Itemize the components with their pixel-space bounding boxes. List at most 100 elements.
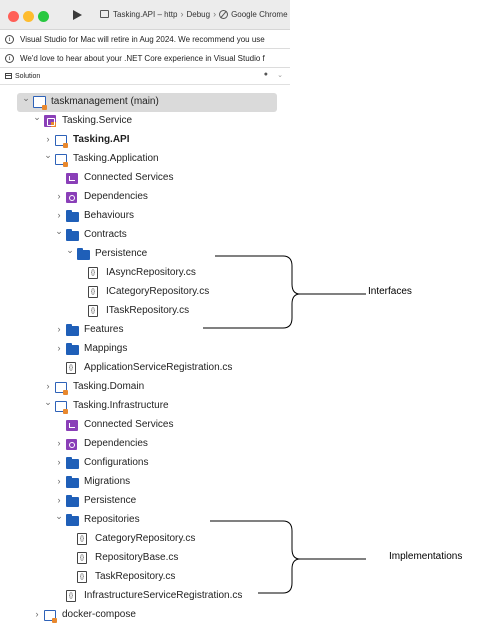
tree-item-label: ITaskRepository.cs: [106, 305, 190, 316]
tree-item[interactable]: {}ApplicationServiceRegistration.cs: [0, 359, 290, 378]
tree-item[interactable]: Connected Services: [0, 169, 290, 188]
tree-item[interactable]: › Behaviours: [0, 207, 290, 226]
tree-item-label: Tasking.API: [73, 134, 130, 145]
browser-icon: [219, 9, 229, 19]
cs-file-icon: {}: [66, 362, 76, 374]
tree-item[interactable]: ⌄Persistence: [0, 245, 290, 264]
tree-item[interactable]: › Features: [0, 321, 290, 340]
breadcrumb-project[interactable]: Tasking.API – http: [113, 9, 178, 19]
project-icon: [44, 610, 57, 623]
tree-item[interactable]: ›Configurations: [0, 454, 290, 473]
tree-item[interactable]: ⌄ Contracts: [0, 226, 290, 245]
window-titlebar: Tasking.API – http › Debug › Google Chro…: [0, 0, 290, 30]
chevron-right-icon[interactable]: ›: [57, 438, 61, 448]
chevron-down-icon[interactable]: ⌄: [44, 397, 52, 407]
tree-item[interactable]: {}ICategoryRepository.cs: [0, 283, 290, 302]
tree-item[interactable]: ›Migrations: [0, 473, 290, 492]
tree-item-label: Behaviours: [84, 210, 135, 221]
chevron-right-icon[interactable]: ›: [57, 457, 61, 467]
minimize-window-button[interactable]: [23, 11, 34, 22]
folder-icon: [66, 229, 79, 241]
tree-item[interactable]: {} IAsyncRepository.cs: [0, 264, 290, 283]
tree-item-label: IAsyncRepository.cs: [106, 267, 196, 278]
tree-item[interactable]: ⌄Tasking.Infrastructure: [0, 397, 290, 416]
tree-item-label: taskmanagement (main): [51, 96, 159, 107]
tree-item[interactable]: › Tasking.API: [0, 131, 290, 150]
tree-item-label: RepositoryBase.cs: [95, 552, 179, 563]
pin-icon[interactable]: ●: [263, 71, 268, 78]
info-bar-retirement: i Visual Studio for Mac will retire in A…: [0, 30, 290, 49]
tree-item-label: CategoryRepository.cs: [95, 533, 196, 544]
tree-item-label: Dependencies: [84, 191, 148, 202]
cs-file-icon: {}: [77, 533, 87, 545]
tree-item[interactable]: ›Dependencies: [0, 435, 290, 454]
tree-item[interactable]: › docker-compose: [0, 606, 290, 625]
info-bar-text: Visual Studio for Mac will retire in Aug…: [20, 34, 265, 44]
cs-file-icon: {}: [88, 267, 98, 279]
run-play-icon[interactable]: [73, 10, 82, 20]
tree-item-label: Tasking.Service: [62, 115, 133, 126]
info-bar-feedback: i We'd love to hear about your .NET Core…: [0, 49, 290, 68]
tree-item[interactable]: ›Mappings: [0, 340, 290, 359]
chevron-down-icon[interactable]: ⌄: [33, 112, 41, 122]
folder-icon: [66, 343, 79, 355]
chevron-right-icon[interactable]: ›: [57, 210, 61, 220]
chevron-down-icon[interactable]: ⌄: [277, 72, 283, 79]
chevron-right-icon[interactable]: ›: [46, 134, 50, 144]
project-icon: [55, 135, 68, 148]
tree-item[interactable]: › Tasking.Domain: [0, 378, 290, 397]
dependencies-icon: [66, 439, 77, 450]
tree-item[interactable]: {}ITaskRepository.cs: [0, 302, 290, 321]
breadcrumb-configuration[interactable]: Debug: [186, 9, 211, 19]
run-configuration-breadcrumb[interactable]: Tasking.API – http › Debug › Google Chro…: [100, 9, 288, 19]
info-icon: i: [5, 53, 14, 63]
folder-icon: [66, 324, 79, 336]
chevron-right-icon[interactable]: ›: [57, 343, 61, 353]
project-icon: [55, 401, 68, 414]
tree-item[interactable]: ⌄Tasking.Application: [0, 150, 290, 169]
chevron-right-icon[interactable]: ›: [57, 495, 61, 505]
tree-item-label: Persistence: [84, 495, 137, 506]
tree-item[interactable]: ⌄ Repositories: [0, 511, 290, 530]
tree-item[interactable]: › Persistence: [0, 492, 290, 511]
chevron-down-icon[interactable]: ⌄: [44, 150, 52, 160]
tree-item-label: Contracts: [84, 229, 127, 240]
folder-icon: [66, 495, 79, 507]
info-bar-text: We'd love to hear about your .NET Core e…: [20, 53, 265, 63]
chevron-right-icon[interactable]: ›: [35, 609, 39, 619]
tree-item-label: InfrastructureServiceRegistration.cs: [84, 590, 243, 601]
chevron-down-icon[interactable]: ⌄: [55, 226, 63, 236]
tree-item-label: docker-compose: [62, 609, 136, 620]
tree-item[interactable]: {} RepositoryBase.cs: [0, 549, 290, 568]
connected-services-icon: [66, 420, 78, 431]
chevron-right-icon: ›: [213, 9, 217, 19]
chevron-right-icon[interactable]: ›: [57, 324, 61, 334]
solution-panel-title: Solution: [15, 72, 41, 80]
connected-services-icon: [66, 173, 78, 184]
tree-item[interactable]: › Dependencies: [0, 188, 290, 207]
tree-item-label: Tasking.Domain: [73, 381, 145, 392]
tree-item[interactable]: {}InfrastructureServiceRegistration.cs: [0, 587, 290, 606]
breadcrumb-target[interactable]: Google Chrome: [231, 9, 288, 19]
tree-item-label: Features: [84, 324, 124, 335]
chevron-down-icon[interactable]: ⌄: [22, 93, 30, 103]
chevron-down-icon[interactable]: ⌄: [66, 245, 74, 255]
folder-project-icon: [44, 115, 56, 127]
chevron-right-icon[interactable]: ›: [57, 476, 61, 486]
tree-item[interactable]: {} CategoryRepository.cs: [0, 530, 290, 549]
implementations-annotation-label: Implementations: [389, 551, 463, 562]
folder-icon: [66, 457, 79, 469]
solution-icon: [33, 96, 47, 110]
tree-item[interactable]: {}TaskRepository.cs: [0, 568, 290, 587]
tree-item[interactable]: ⌄ Tasking.Service: [0, 112, 290, 131]
project-window-icon: [100, 10, 109, 18]
chevron-right-icon[interactable]: ›: [46, 381, 50, 391]
close-window-button[interactable]: [8, 11, 19, 22]
cs-file-icon: {}: [77, 552, 87, 564]
tree-item-label: Repositories: [84, 514, 140, 525]
tree-item[interactable]: Connected Services: [0, 416, 290, 435]
zoom-window-button[interactable]: [38, 11, 49, 22]
chevron-down-icon[interactable]: ⌄: [55, 511, 63, 521]
tree-item[interactable]: ⌄ taskmanagement (main): [17, 93, 277, 112]
chevron-right-icon[interactable]: ›: [57, 191, 61, 201]
